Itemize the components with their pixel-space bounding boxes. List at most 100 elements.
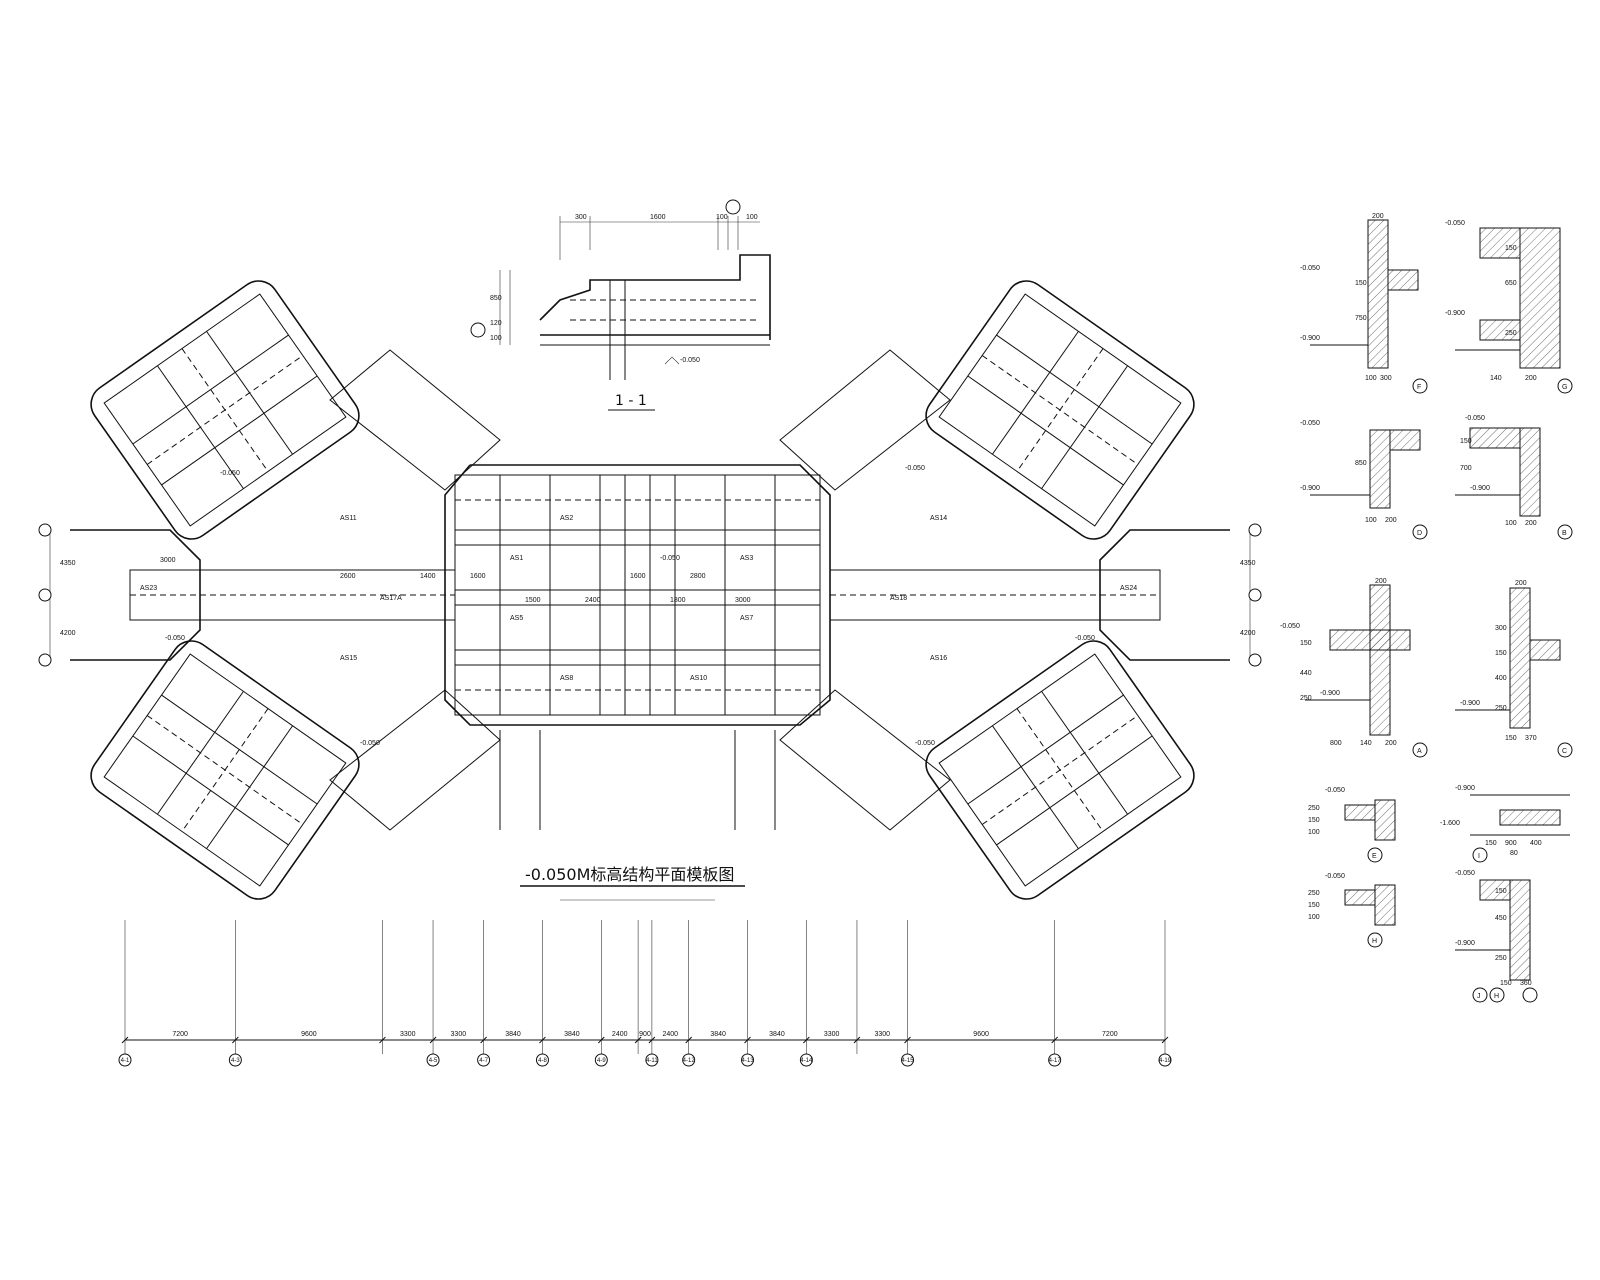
- wing-top-right: [925, 280, 1195, 540]
- s11-level: -0.050: [680, 357, 700, 364]
- detail-F-level-1: -0.050: [1300, 265, 1320, 272]
- bottom-dimension-text: 3300: [451, 1031, 467, 1038]
- axis-bubble: [1248, 588, 1262, 602]
- detail-J-dim: 360: [1520, 980, 1532, 987]
- detail-D-level-2: -0.900: [1300, 485, 1320, 492]
- detail-E-dim: 150: [1308, 817, 1320, 824]
- dim-text: 1500: [525, 597, 541, 604]
- dimension-tick: [904, 1036, 911, 1044]
- dimension-tick: [634, 1036, 642, 1044]
- detail-A-dim: 800: [1330, 740, 1342, 747]
- s11-dim-3: 100: [716, 214, 728, 221]
- detail-G-dim: 250: [1505, 330, 1517, 337]
- bottom-dimension-text: 2400: [662, 1031, 678, 1038]
- dimension-tick: [231, 1036, 239, 1044]
- dimension-tick: [597, 1036, 605, 1044]
- detail-A-dim: 200: [1375, 578, 1387, 585]
- detail-J-dim: 150: [1495, 888, 1507, 895]
- s11-dim-2: 1600: [650, 214, 666, 221]
- slab-label: AS15: [340, 655, 357, 662]
- level-label-4: -0.050: [915, 740, 935, 747]
- bottom-dimension-text: 3300: [400, 1031, 416, 1038]
- bottom-dimension-ticks: [121, 920, 1169, 1054]
- dim-text: 3000: [735, 597, 751, 604]
- s11-side-1: 850: [490, 295, 502, 302]
- axis-bubble-label: 4-1: [121, 1058, 130, 1064]
- detail-B-dim: 100: [1505, 520, 1517, 527]
- axis-bubble: [901, 1053, 915, 1067]
- dimension-tick: [1051, 1036, 1059, 1044]
- dimension-tick: [648, 1036, 656, 1044]
- dim-text: 1600: [630, 573, 646, 580]
- axis-bubble-label: 4-19: [1159, 1058, 1172, 1064]
- dimension-tick: [853, 1036, 861, 1044]
- detail-A: -0.050 -0.900 200 150 440 250 800 140 20…: [1280, 578, 1428, 758]
- bottom-dimension-text: 900: [639, 1031, 651, 1038]
- bottom-dimension-text: 2400: [612, 1031, 628, 1038]
- slab-label: AS10: [690, 675, 707, 682]
- detail-E-dim: 250: [1308, 805, 1320, 812]
- detail-B-id: B: [1562, 530, 1567, 537]
- axis-bubble: [682, 1053, 696, 1067]
- axis-bubble: [426, 1053, 440, 1067]
- axis-bubble-label: 4-7: [479, 1058, 488, 1064]
- slab-label: AS18: [890, 595, 907, 602]
- axis-bubble: [799, 1053, 813, 1067]
- detail-B-dim: 200: [1525, 520, 1537, 527]
- axis-bubble: [741, 1053, 755, 1067]
- level-label-1: -0.050: [165, 635, 185, 642]
- axis-bubble: [38, 653, 52, 667]
- detail-G-dim: 200: [1525, 375, 1537, 382]
- axis-bubble-label: 4-11: [646, 1058, 658, 1064]
- detail-B: -0.050 -0.900 150 700 100 200 B: [1455, 415, 1573, 540]
- bottom-dimension-text: 9600: [973, 1031, 989, 1038]
- detail-A-dim: 150: [1300, 640, 1312, 647]
- detail-I-level-1: -0.900: [1455, 785, 1475, 792]
- detail-B-level-1: -0.050: [1465, 415, 1485, 422]
- bottom-dimension-text: 7200: [172, 1031, 188, 1038]
- arms: [329, 349, 951, 831]
- dim-text: 2800: [690, 573, 706, 580]
- detail-F-dim: 300: [1380, 375, 1392, 382]
- slab-label: AS14: [930, 515, 947, 522]
- detail-A-dim: 250: [1300, 695, 1312, 702]
- s11-left-bubble: [470, 322, 486, 338]
- detail-sections: -0.050 -0.900 200 150 750 100 300 F -0.0…: [1280, 213, 1573, 1003]
- axis-bubble-label: 4-17: [1049, 1058, 1062, 1064]
- s11-label: 1 - 1: [615, 393, 647, 409]
- detail-A-dim: 440: [1300, 670, 1312, 677]
- dim-left-2: 4200: [60, 630, 76, 637]
- s11-side-3: 100: [490, 335, 502, 342]
- detail-G-dim: 150: [1505, 245, 1517, 252]
- dim-text: 1600: [470, 573, 486, 580]
- slab-label: AS1: [510, 555, 523, 562]
- detail-C-dim: 370: [1525, 735, 1537, 742]
- axis-bubble: [1158, 1053, 1172, 1067]
- detail-F-dim: 100: [1365, 375, 1377, 382]
- slab-label: AS11: [340, 515, 357, 522]
- axis-bubble-label: 4-5: [429, 1058, 438, 1064]
- detail-H-id: H: [1372, 938, 1377, 945]
- dim-text: 2400: [585, 597, 601, 604]
- dim-text: 1400: [420, 573, 436, 580]
- s11-side-2: 120: [490, 320, 502, 327]
- detail-C-id: C: [1562, 748, 1567, 755]
- slab-label: AS24: [1120, 585, 1137, 592]
- detail-B-dim: 700: [1460, 465, 1472, 472]
- central-block: [444, 464, 831, 830]
- detail-F-dim: 750: [1355, 315, 1367, 322]
- dim-text: 2600: [340, 573, 356, 580]
- plan-title: -0.050M标高结构平面模板图: [525, 865, 734, 884]
- bottom-dimension-text: 3840: [710, 1031, 726, 1038]
- detail-D: -0.050 -0.900 850 100 200 D: [1300, 420, 1428, 540]
- detail-A-level-1: -0.050: [1280, 623, 1300, 630]
- detail-G: -0.050 -0.900 150 650 250 140 200 G: [1445, 220, 1573, 394]
- detail-G-dim: 650: [1505, 280, 1517, 287]
- level-label-5: -0.050: [220, 470, 240, 477]
- axis-bubble-label: 4-14: [800, 1058, 813, 1064]
- axis-bubble: [477, 1053, 491, 1067]
- detail-F-dim: 200: [1372, 213, 1384, 220]
